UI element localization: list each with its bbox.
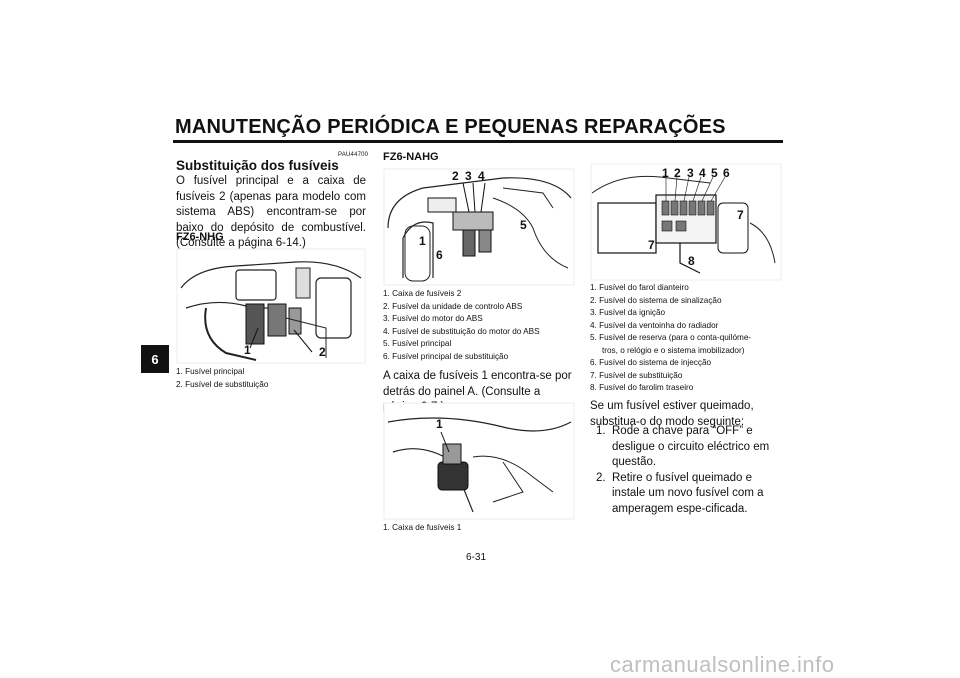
figure-main-fuse — [176, 248, 366, 364]
section-title: Substituição dos fusíveis — [176, 158, 339, 173]
caption-item: 1. Caixa de fusíveis 1 — [383, 523, 462, 532]
caption-item: 1. Fusível do farol dianteiro — [590, 283, 689, 292]
chapter-tab: 6 — [141, 345, 169, 373]
procedure-step: 2. Retire o fusível queimado e instale u… — [596, 471, 782, 518]
callout-5: 5 — [711, 166, 718, 180]
caption-item: 1. Caixa de fusíveis 2 — [383, 289, 462, 298]
intro-paragraph: O fusível principal e a caixa de fusívei… — [176, 175, 366, 249]
caption-item: 8. Fusível do farolim traseiro — [590, 383, 694, 392]
callout-2: 2 — [319, 345, 326, 359]
procedure-lead: Se um fusível estiver queimado, substitu… — [590, 400, 754, 428]
model-label-nahg: FZ6-NAHG — [383, 151, 439, 163]
page-header-title: MANUTENÇÃO PERIÓDICA E PEQUENAS REPARAÇÕ… — [175, 116, 726, 138]
callout-6: 6 — [723, 166, 730, 180]
caption-item: 5. Fusível principal — [383, 339, 452, 348]
caption-item: 6. Fusível do sistema de injecção — [590, 358, 712, 367]
caption-list-nahg: 1. Caixa de fusíveis 2 2. Fusível da uni… — [383, 288, 540, 363]
caption-item: 2. Fusível de substituição — [176, 379, 269, 389]
callout-3: 3 — [687, 166, 694, 180]
caption-list-fusebox: 1. Fusível do farol dianteiro 2. Fusível… — [590, 282, 751, 395]
figure-fuse-box-1-detail — [590, 163, 782, 281]
watermark: carmanualsonline.info — [610, 652, 835, 677]
caption-item: 7. Fusível de substituição — [590, 370, 683, 380]
callout-5: 5 — [520, 218, 527, 232]
callout-3: 3 — [465, 169, 472, 183]
callout-7: 7 — [737, 208, 744, 222]
caption-item: 1. Fusível principal — [176, 367, 245, 376]
callout-4: 4 — [478, 169, 485, 183]
callout-7: 7 — [648, 238, 655, 252]
caption-list-panel: 1. Caixa de fusíveis 1 — [383, 522, 461, 535]
callout-2: 2 — [452, 169, 459, 183]
caption-list-nhg: 1. Fusível principal 2. Fusível de subst… — [176, 366, 268, 391]
caption-item: 4. Fusível de substituição do motor do A… — [383, 326, 540, 336]
callout-6: 6 — [436, 248, 443, 262]
callout-4: 4 — [699, 166, 706, 180]
callout-2: 2 — [674, 166, 681, 180]
caption-item: 6. Fusível principal de substituição — [383, 351, 509, 361]
callout-1: 1 — [419, 234, 426, 248]
caption-item: 5. Fusível de reserva (para o conta-quil… — [590, 333, 752, 342]
caption-item: 2. Fusível da unidade de controlo ABS — [383, 301, 523, 311]
callout-1: 1 — [662, 166, 669, 180]
step-number: 2. — [596, 471, 606, 484]
step-text: Retire o fusível queimado e instale um n… — [612, 471, 764, 515]
procedure-steps: 1. Rode a chave para “OFF” e desligue o … — [596, 424, 782, 517]
callout-1: 1 — [244, 343, 251, 357]
figure-fuse-box-2 — [383, 168, 575, 286]
callout-8: 8 — [688, 254, 695, 268]
caption-item: 3. Fusível do motor do ABS — [383, 314, 483, 323]
caption-item: 4. Fusível da ventoinha do radiador — [590, 320, 719, 330]
header-rule — [173, 140, 783, 143]
caption-item: tros, o relógio e o sistema imobilizador… — [602, 345, 745, 355]
callout-1: 1 — [436, 417, 443, 431]
step-number: 1. — [596, 425, 606, 437]
procedure-step: 1. Rode a chave para “OFF” e desligue o … — [596, 424, 782, 471]
model-label-nhg: FZ6-NHG — [176, 231, 224, 243]
caption-item: 3. Fusível da ignição — [590, 308, 666, 317]
figure-fuse-box-1 — [383, 402, 575, 520]
step-text: Rode a chave para “OFF” e desligue o cir… — [612, 425, 770, 468]
caption-item: 2. Fusível do sistema de sinalização — [590, 295, 722, 305]
page-number: 6-31 — [466, 552, 487, 563]
section-code: PAU44700 — [338, 152, 369, 158]
